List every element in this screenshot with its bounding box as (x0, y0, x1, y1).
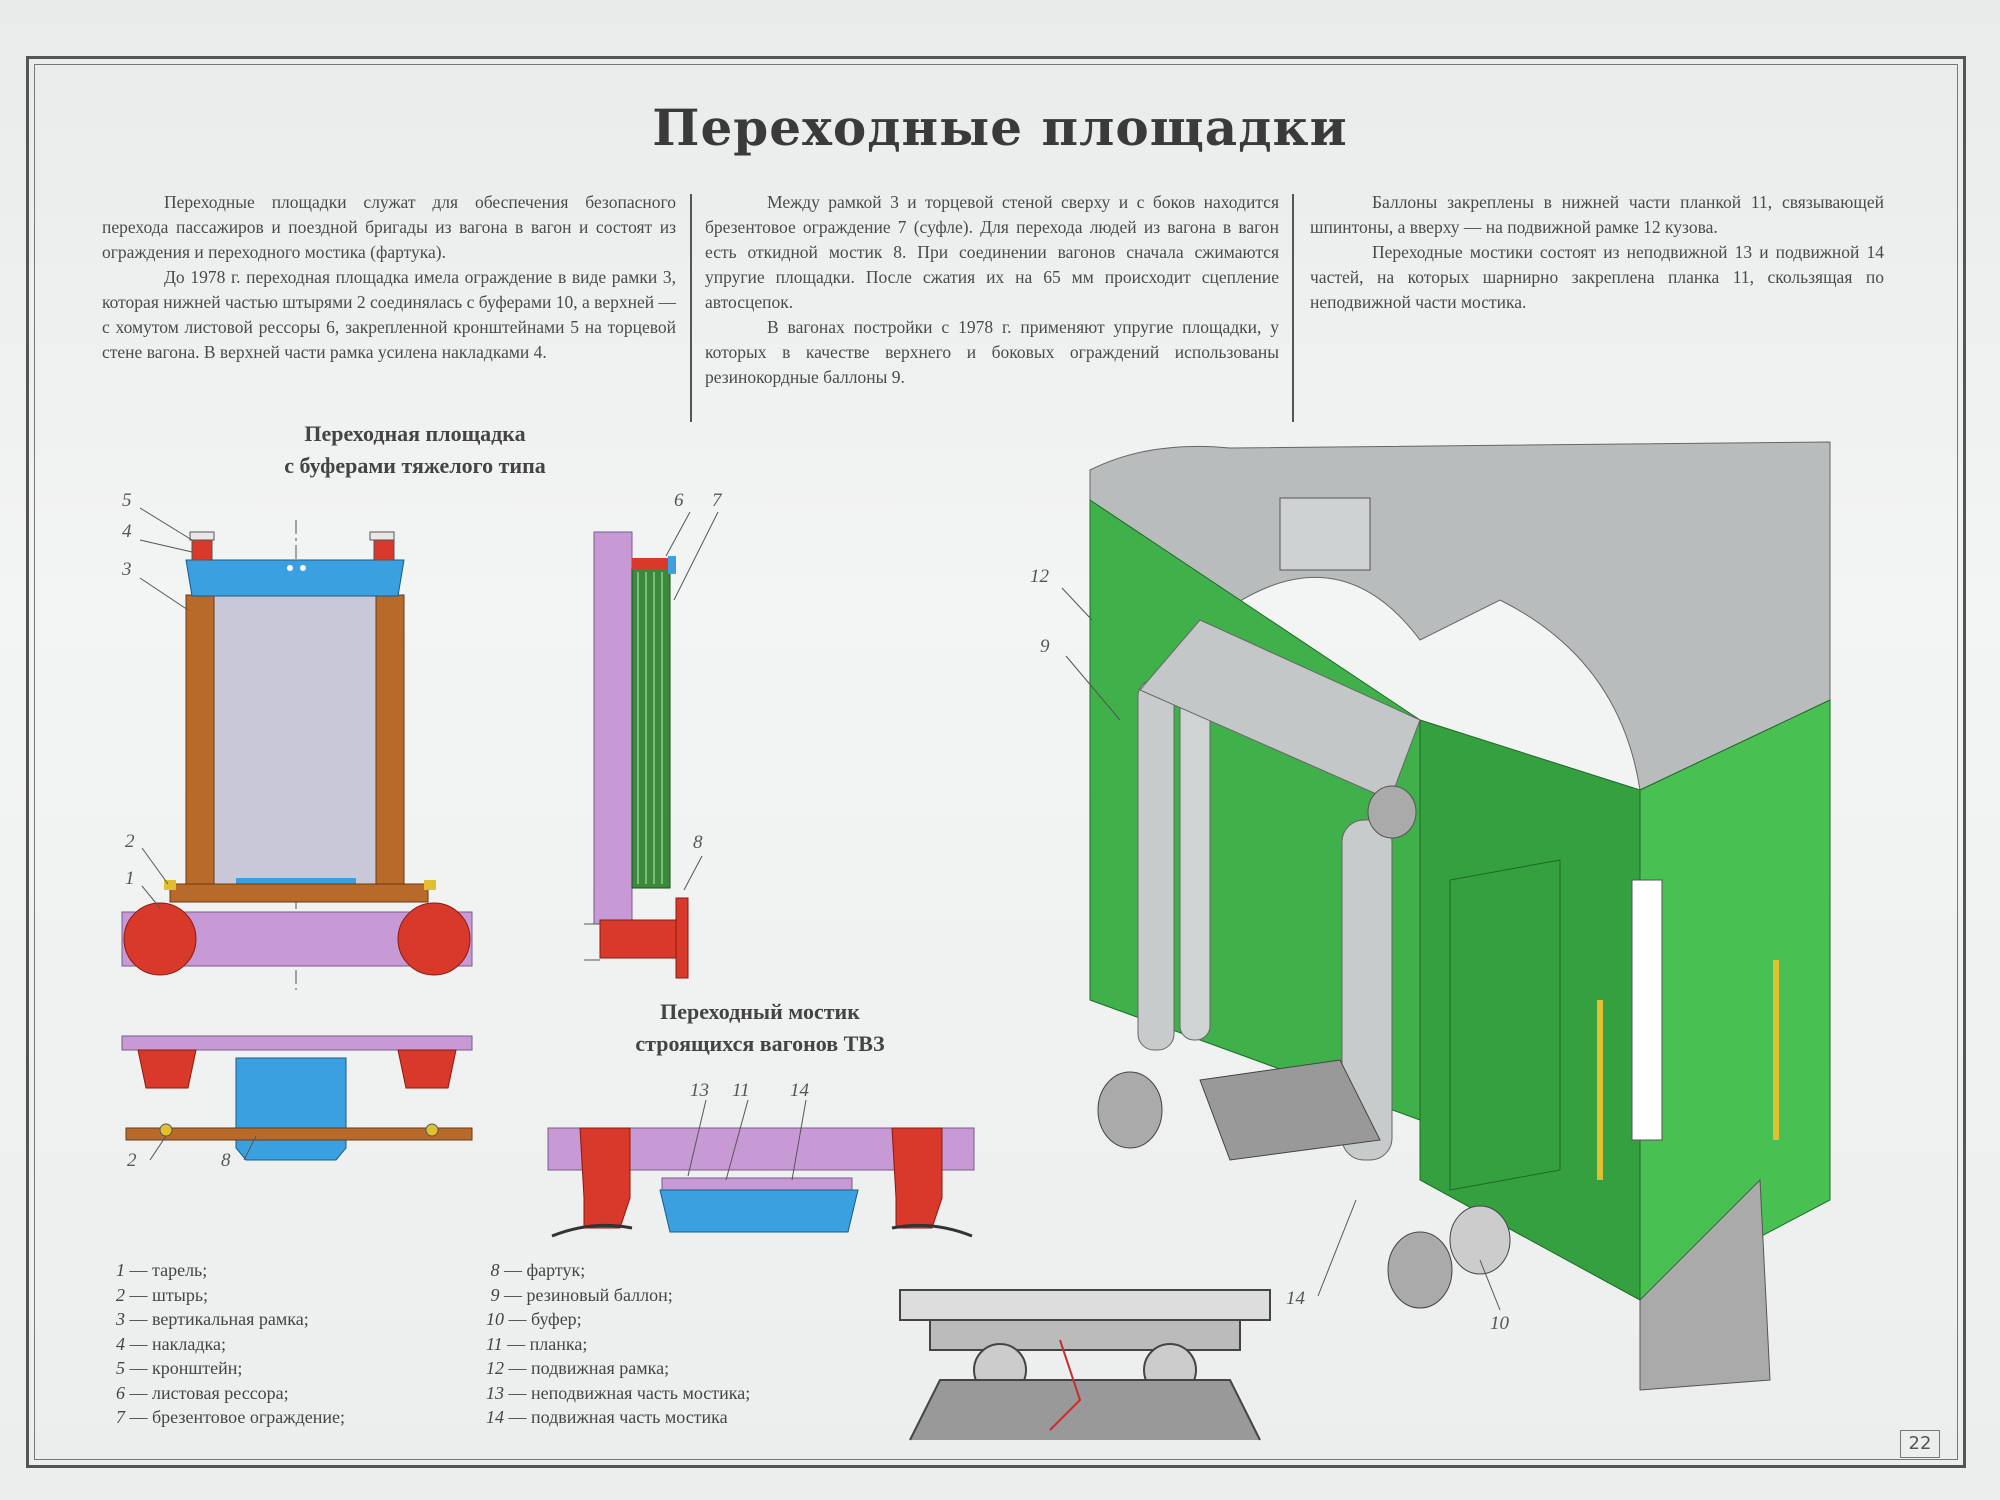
legend-item: 3 — вертикальная рамка; (116, 1309, 309, 1329)
paragraph: Между рамкой 3 и торцевой стеной сверху … (705, 192, 1279, 312)
legend-item: 5 — кронштейн; (116, 1358, 243, 1378)
callout-5: 5 (122, 490, 132, 511)
callout-13: 13 (690, 1080, 709, 1101)
callout-1: 1 (125, 868, 135, 889)
legend-item: 7 — брезентовое ограждение; (116, 1407, 346, 1427)
callout-7: 7 (712, 490, 722, 511)
bridge-heading: Переходный мостик строящихся вагонов ТВЗ (560, 996, 960, 1060)
callout-8: 8 (693, 832, 703, 853)
paragraph: Баллоны закреплены в нижней части планко… (1310, 192, 1884, 237)
callout-10: 10 (1490, 1313, 1509, 1334)
callout-6: 6 (674, 490, 684, 511)
heading-line: Переходная площадка (304, 421, 526, 446)
legend-column-1: 1 — тарель; 2 — штырь; 3 — вертикальная … (116, 1258, 345, 1430)
legend-item: 10 — буфер; (486, 1309, 582, 1329)
legend-item: 11 — планка; (486, 1333, 588, 1354)
paragraph: Переходные площадки служат для обеспечен… (102, 192, 676, 262)
text-column-1: Переходные площадки служат для обеспечен… (102, 190, 676, 365)
legend-column-2: 8 — фартук; 9 — резиновый баллон; 10 — б… (486, 1258, 750, 1430)
callout-4: 4 (122, 521, 132, 542)
legend-item: 4 — накладка; (116, 1333, 226, 1354)
column-divider (1292, 194, 1294, 422)
heavy-buffer-heading: Переходная площадка с буферами тяжелого … (215, 418, 615, 482)
legend-item: 6 — листовая рессора; (116, 1382, 289, 1403)
poster-border (26, 56, 1966, 1468)
text-column-2: Между рамкой 3 и торцевой стеной сверху … (705, 190, 1279, 390)
frame-plan-view (121, 1035, 473, 1161)
text-column-3: Баллоны закреплены в нижней части планко… (1310, 190, 1884, 315)
bridge-diagram (547, 1099, 975, 1238)
callout-8: 8 (221, 1150, 231, 1171)
legend-item: 14 — подвижная часть мостика (486, 1407, 728, 1427)
paragraph: Переходные мостики состоят из неподвижно… (1310, 242, 1884, 312)
legend-item: 2 — штырь; (116, 1284, 209, 1305)
column-divider (690, 194, 692, 422)
legend-item: 9 — резиновый баллон; (490, 1284, 673, 1305)
frame-side-view (584, 511, 719, 979)
legend-item: 13 — неподвижная часть мостика; (486, 1382, 751, 1403)
callout-14: 14 (790, 1080, 809, 1101)
callout-9: 9 (1040, 636, 1050, 657)
paragraph: В вагонах постройки с 1978 г. применяют … (705, 317, 1279, 387)
heading-line: с буферами тяжелого типа (284, 453, 546, 478)
legend-item: 12 — подвижная рамка; (486, 1358, 670, 1378)
callout-14: 14 (1286, 1288, 1305, 1309)
heading-line: строящихся вагонов ТВЗ (635, 1031, 885, 1056)
callout-2: 2 (125, 831, 135, 852)
page-title: Переходные площадки (652, 98, 1348, 157)
callout-11: 11 (732, 1080, 750, 1101)
poster-inner-border (34, 64, 1958, 1460)
legend-item: 1 — тарель; (116, 1260, 208, 1280)
callout-2: 2 (127, 1150, 137, 1171)
legend-item: 8 — фартук; (490, 1260, 586, 1280)
callout-3: 3 (122, 559, 132, 580)
heading-line: Переходный мостик (660, 999, 860, 1024)
paragraph: До 1978 г. переходная площадка имела огр… (102, 267, 676, 362)
frame-front-view (121, 507, 473, 990)
callout-12: 12 (1030, 566, 1049, 587)
page-number: 22 (1900, 1430, 1940, 1458)
bogie-diagram (899, 1289, 1271, 1441)
car-3d-view (1061, 441, 1831, 1391)
